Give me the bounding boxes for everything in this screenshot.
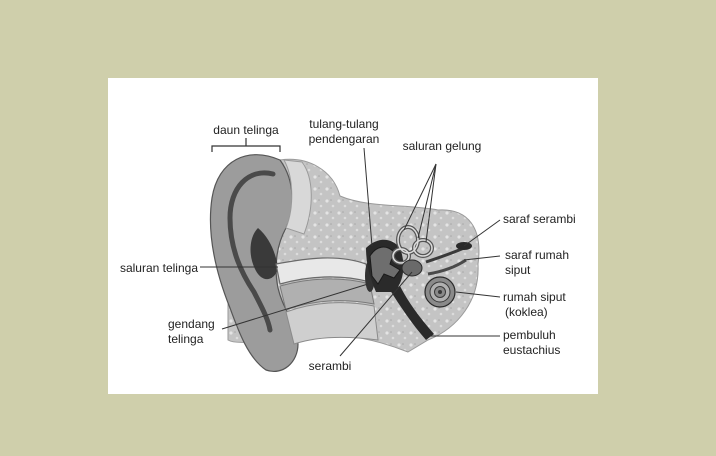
cochlear-nerve: [427, 258, 467, 276]
label-pinna: daun telinga: [213, 123, 279, 137]
cochlea: [424, 276, 456, 308]
label-vestibule: serambi: [309, 359, 352, 373]
leader-lines: [200, 147, 501, 357]
pinna-cavity: [250, 228, 278, 280]
label-eardrum-line2: telinga: [168, 332, 204, 346]
label-cochlea-line2: (koklea): [505, 305, 548, 319]
label-ossicles-line1: tulang-tulang: [309, 117, 378, 131]
label-eustachian-line1: pembuluh: [503, 328, 556, 342]
label-eardrum-line1: gendang: [168, 317, 215, 331]
vestibule: [401, 259, 423, 277]
label-cochlear-nerve-line1: saraf rumah: [505, 248, 569, 262]
label-eustachian-line2: eustachius: [503, 343, 560, 357]
label-cochlear-nerve-line2: siput: [505, 263, 531, 277]
label-ossicles-line2: pendengaran: [309, 132, 380, 146]
bone-rim: [283, 159, 312, 235]
label-cochlea-line1: rumah siput: [503, 290, 566, 304]
lower-bone: [285, 302, 379, 345]
pinna-inner-fold: [227, 170, 276, 333]
canal-lining: [279, 278, 375, 311]
label-ear-canal: saluran telinga: [120, 261, 198, 275]
label-vestibular-nerve: saraf serambi: [503, 212, 576, 226]
label-semicircular-canals: saluran gelung: [403, 139, 482, 153]
eustachian-tube: [390, 286, 434, 340]
diagram-panel: daun telinga tulang-tulang pendengaran s…: [108, 78, 598, 394]
pinna-bracket: [211, 138, 281, 152]
ear-anatomy-diagram: daun telinga tulang-tulang pendengaran s…: [120, 117, 576, 373]
